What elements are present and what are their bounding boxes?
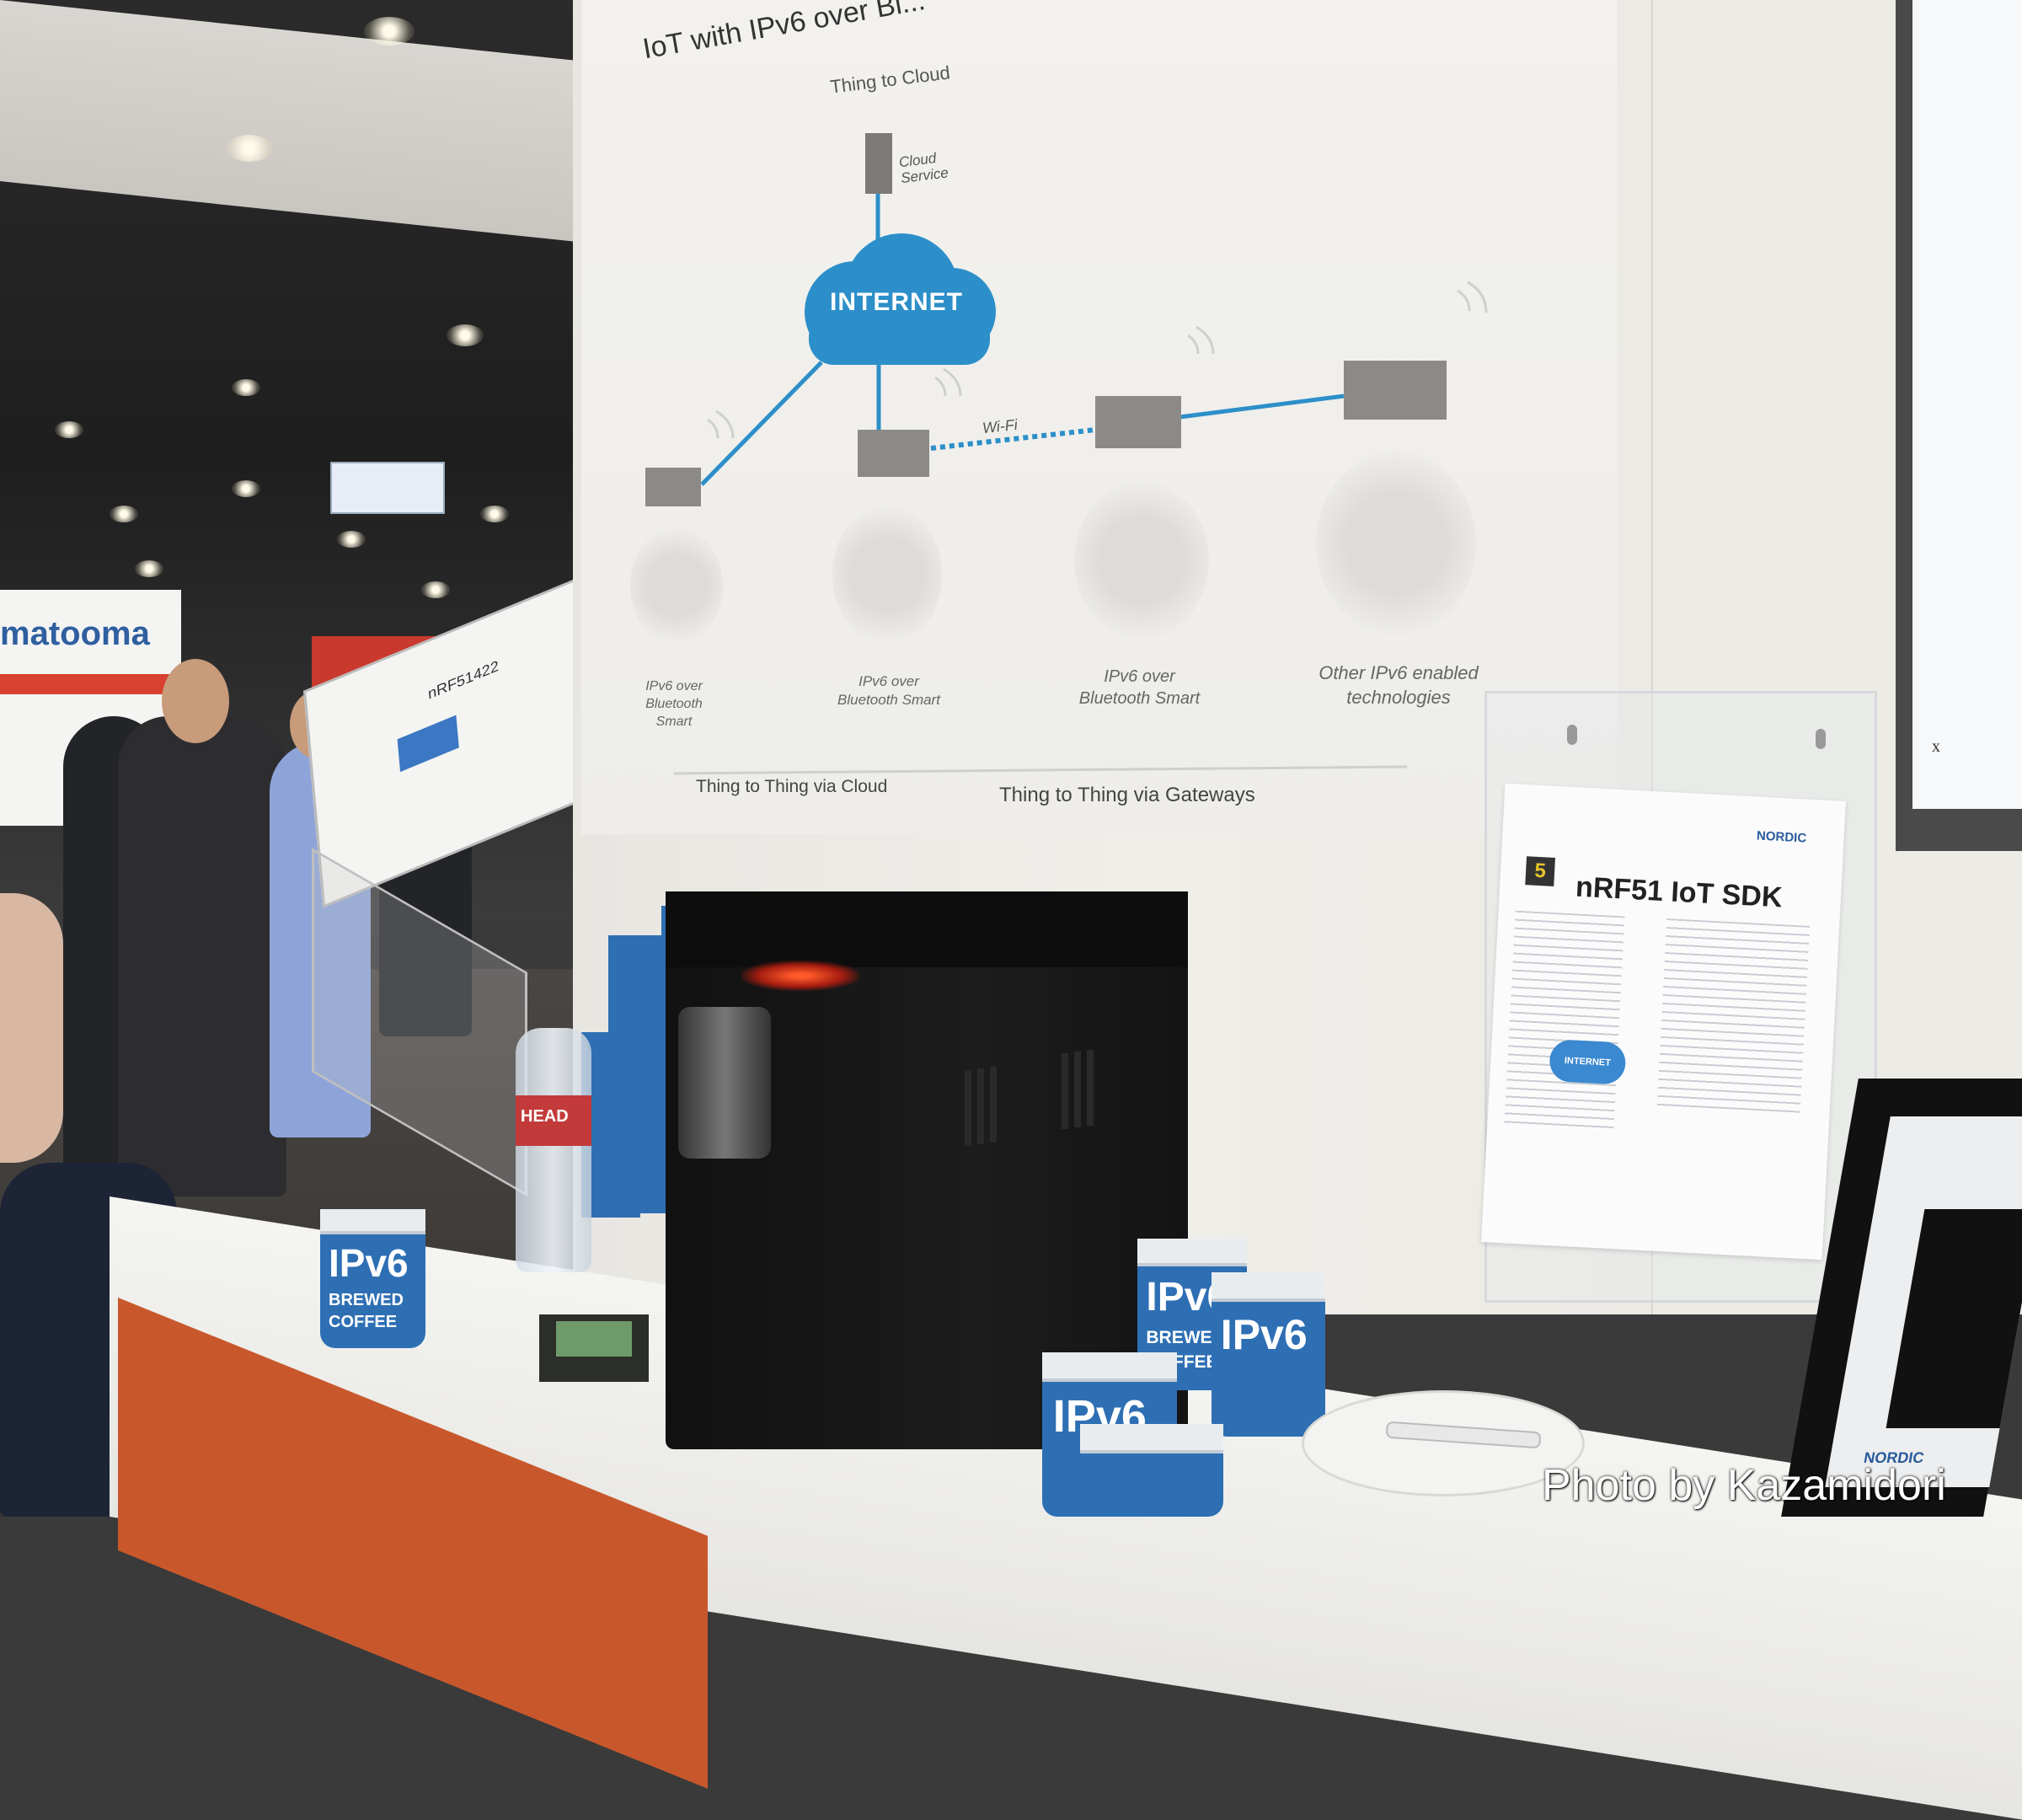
machine-vent bbox=[977, 1068, 984, 1144]
flyer-body-text bbox=[1504, 910, 1625, 1136]
cloud-to-router-link bbox=[700, 361, 823, 486]
attendee-suit bbox=[118, 716, 286, 1196]
cup-rim bbox=[320, 1209, 425, 1235]
cup-rim bbox=[1212, 1272, 1325, 1303]
tech-circle bbox=[630, 527, 723, 645]
sdk-flyer: 5 INTERNET bbox=[1481, 783, 1846, 1261]
cup-text-brewed: BREWED bbox=[1146, 1328, 1225, 1347]
poster-divider bbox=[673, 765, 1408, 775]
cup-text-coffee: COFFEE bbox=[329, 1313, 398, 1332]
internet-label: INTERNET bbox=[830, 288, 963, 316]
cup-text-ipv6: IPv6 bbox=[329, 1240, 409, 1285]
laptop-window bbox=[1886, 1209, 2022, 1428]
tech-circle bbox=[1074, 480, 1209, 640]
ceiling-light bbox=[55, 421, 83, 438]
gateway-icon bbox=[1095, 396, 1181, 448]
machine-vent bbox=[1062, 1053, 1068, 1129]
flyer-badge: 5 bbox=[1525, 856, 1556, 886]
gateway-link bbox=[1179, 393, 1345, 420]
machine-vent bbox=[1087, 1050, 1094, 1126]
dev-board-lcd bbox=[556, 1321, 632, 1357]
ceiling-light bbox=[337, 531, 366, 548]
ceiling-light bbox=[226, 135, 273, 162]
water-bottle bbox=[516, 1028, 591, 1272]
tech-label: Other IPv6 enabled technologies bbox=[1319, 662, 1479, 708]
flyer-feature-list bbox=[1656, 918, 1811, 1120]
tech-label: IPv6 over Bluetooth Smart bbox=[1078, 667, 1201, 708]
flyer-cloud-icon: INTERNET bbox=[1549, 1039, 1627, 1085]
thermometer-icon bbox=[696, 487, 1404, 580]
tech-label: IPv6 over Bluetooth Smart bbox=[837, 673, 940, 709]
wifi-label: Wi-Fi bbox=[982, 415, 1019, 437]
ceiling-light bbox=[232, 480, 260, 497]
internet-cloud-icon bbox=[805, 233, 996, 365]
easel-title: nRF51422 bbox=[427, 656, 500, 703]
coffee-cup bbox=[1080, 1424, 1223, 1517]
holder-screw bbox=[1567, 725, 1577, 745]
ceiling-light bbox=[421, 581, 450, 598]
monitor-screen bbox=[1912, 0, 2022, 809]
attendee-head bbox=[162, 659, 229, 743]
easel-diagram bbox=[397, 715, 459, 773]
ceiling-light bbox=[135, 560, 163, 577]
nordic-logo: NORDIC bbox=[1756, 828, 1807, 846]
red-led-display bbox=[741, 961, 859, 991]
coffee-cup: IPv6 BREWED COFFEE bbox=[320, 1209, 425, 1348]
cup-text-ipv6: IPv6 bbox=[1220, 1310, 1308, 1358]
bottle-label: HEAD bbox=[516, 1095, 591, 1146]
exhibition-hall-background: matooma nRF51422 bbox=[0, 0, 581, 1517]
ceiling-light bbox=[364, 17, 415, 46]
thing-to-thing-gateways-label: Thing to Thing via Gateways bbox=[999, 784, 1255, 806]
coffee-spout bbox=[678, 1007, 771, 1159]
photo-credit: Photo by Kazamidori bbox=[1542, 1461, 1946, 1510]
info-easel: nRF51422 bbox=[303, 574, 581, 908]
gateway-icon bbox=[858, 430, 929, 477]
tech-label: IPv6 over Bluetooth Smart bbox=[645, 679, 703, 729]
tech-circle bbox=[832, 504, 942, 645]
ceiling-light bbox=[110, 506, 138, 522]
machine-vent bbox=[965, 1070, 971, 1146]
machine-vent bbox=[1074, 1052, 1081, 1127]
cup-rim bbox=[1080, 1424, 1223, 1453]
router-icon bbox=[645, 468, 701, 506]
ceiling-light bbox=[480, 506, 509, 522]
banner-text: matooma bbox=[0, 615, 150, 652]
wifi-signal-icon bbox=[707, 281, 1488, 439]
coffee-machine-top bbox=[666, 891, 1188, 967]
cup-text-brewed: BREWED bbox=[329, 1291, 404, 1309]
ceiling-light bbox=[447, 324, 484, 346]
monitor-text: x bbox=[1932, 737, 1940, 756]
bottle-label-text: HEAD bbox=[521, 1107, 569, 1126]
cup-rim bbox=[1042, 1352, 1177, 1383]
server-icon bbox=[865, 133, 892, 194]
thing-to-thing-cloud-label: Thing to Thing via Cloud bbox=[696, 777, 888, 796]
machine-vent bbox=[990, 1067, 997, 1143]
booth-sign bbox=[330, 462, 445, 514]
gateway-icon bbox=[1344, 361, 1447, 420]
coffee-cup: IPv6 bbox=[1212, 1272, 1325, 1437]
tech-circle bbox=[1316, 451, 1476, 636]
ceiling bbox=[0, 0, 581, 243]
cup-rim bbox=[1137, 1239, 1247, 1266]
holder-screw bbox=[1816, 729, 1826, 749]
banner-red-strip bbox=[0, 674, 181, 694]
ceiling-light bbox=[232, 379, 260, 396]
foreground-person-head bbox=[0, 893, 63, 1163]
